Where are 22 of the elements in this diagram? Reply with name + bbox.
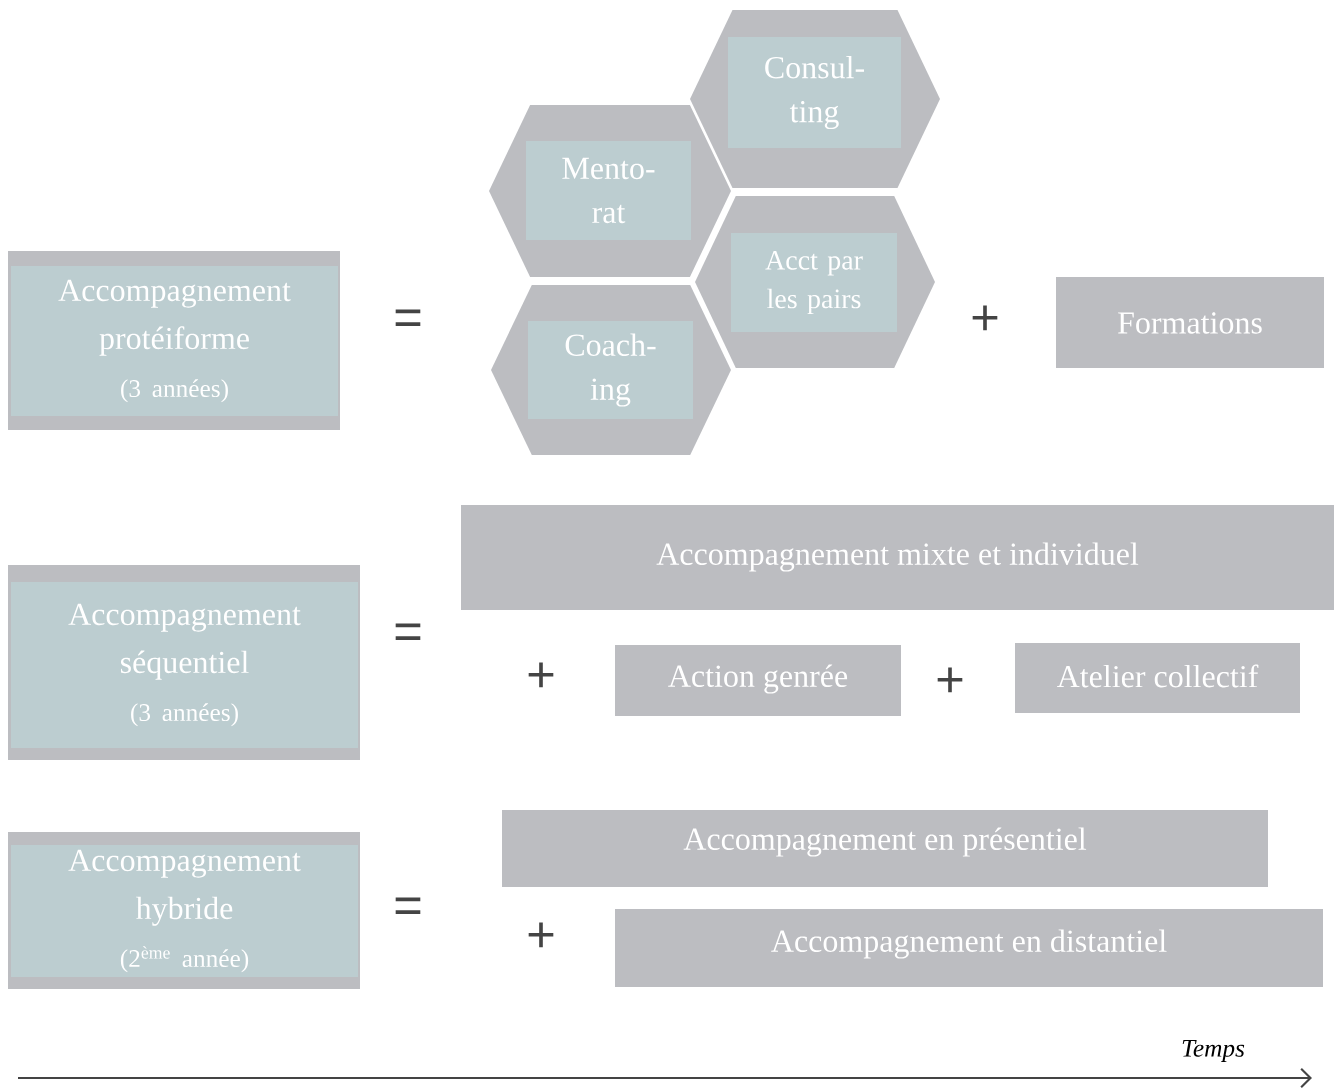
operator-symbol: = — [395, 897, 421, 914]
operator-symbol: = — [395, 623, 421, 640]
hexagon: Mento- rat — [489, 105, 731, 277]
node-label: Acct par les pairs — [765, 250, 863, 315]
process-box: Formations — [1056, 277, 1324, 368]
label-card: Accompagnement hybride (2$^{ème}$ année) — [8, 832, 360, 989]
operator-symbol: + — [528, 662, 554, 688]
axis-label: Temps — [1182, 1040, 1245, 1062]
process-box: Accompagnement en présentiel — [502, 810, 1268, 887]
operator-symbol: + — [528, 922, 554, 948]
hexagon: Consul- ting — [690, 10, 940, 188]
process-box: Accompagnement mixte et individuel — [461, 505, 1334, 610]
label-card: Accompagnement séquentiel (3 années) — [8, 565, 360, 760]
label-card: Accompagnement protéiforme (3 années) — [8, 251, 340, 430]
process-box: Accompagnement en distantiel — [615, 909, 1323, 987]
process-box: Action genrée — [615, 645, 901, 716]
operator-symbol: + — [972, 305, 998, 331]
operator-symbol: + — [937, 667, 963, 693]
hexagon: Coach- ing — [491, 285, 731, 455]
hexagon: Acct par les pairs — [695, 196, 935, 368]
operator-symbol: = — [395, 309, 421, 326]
process-box: Atelier collectif — [1015, 643, 1300, 713]
